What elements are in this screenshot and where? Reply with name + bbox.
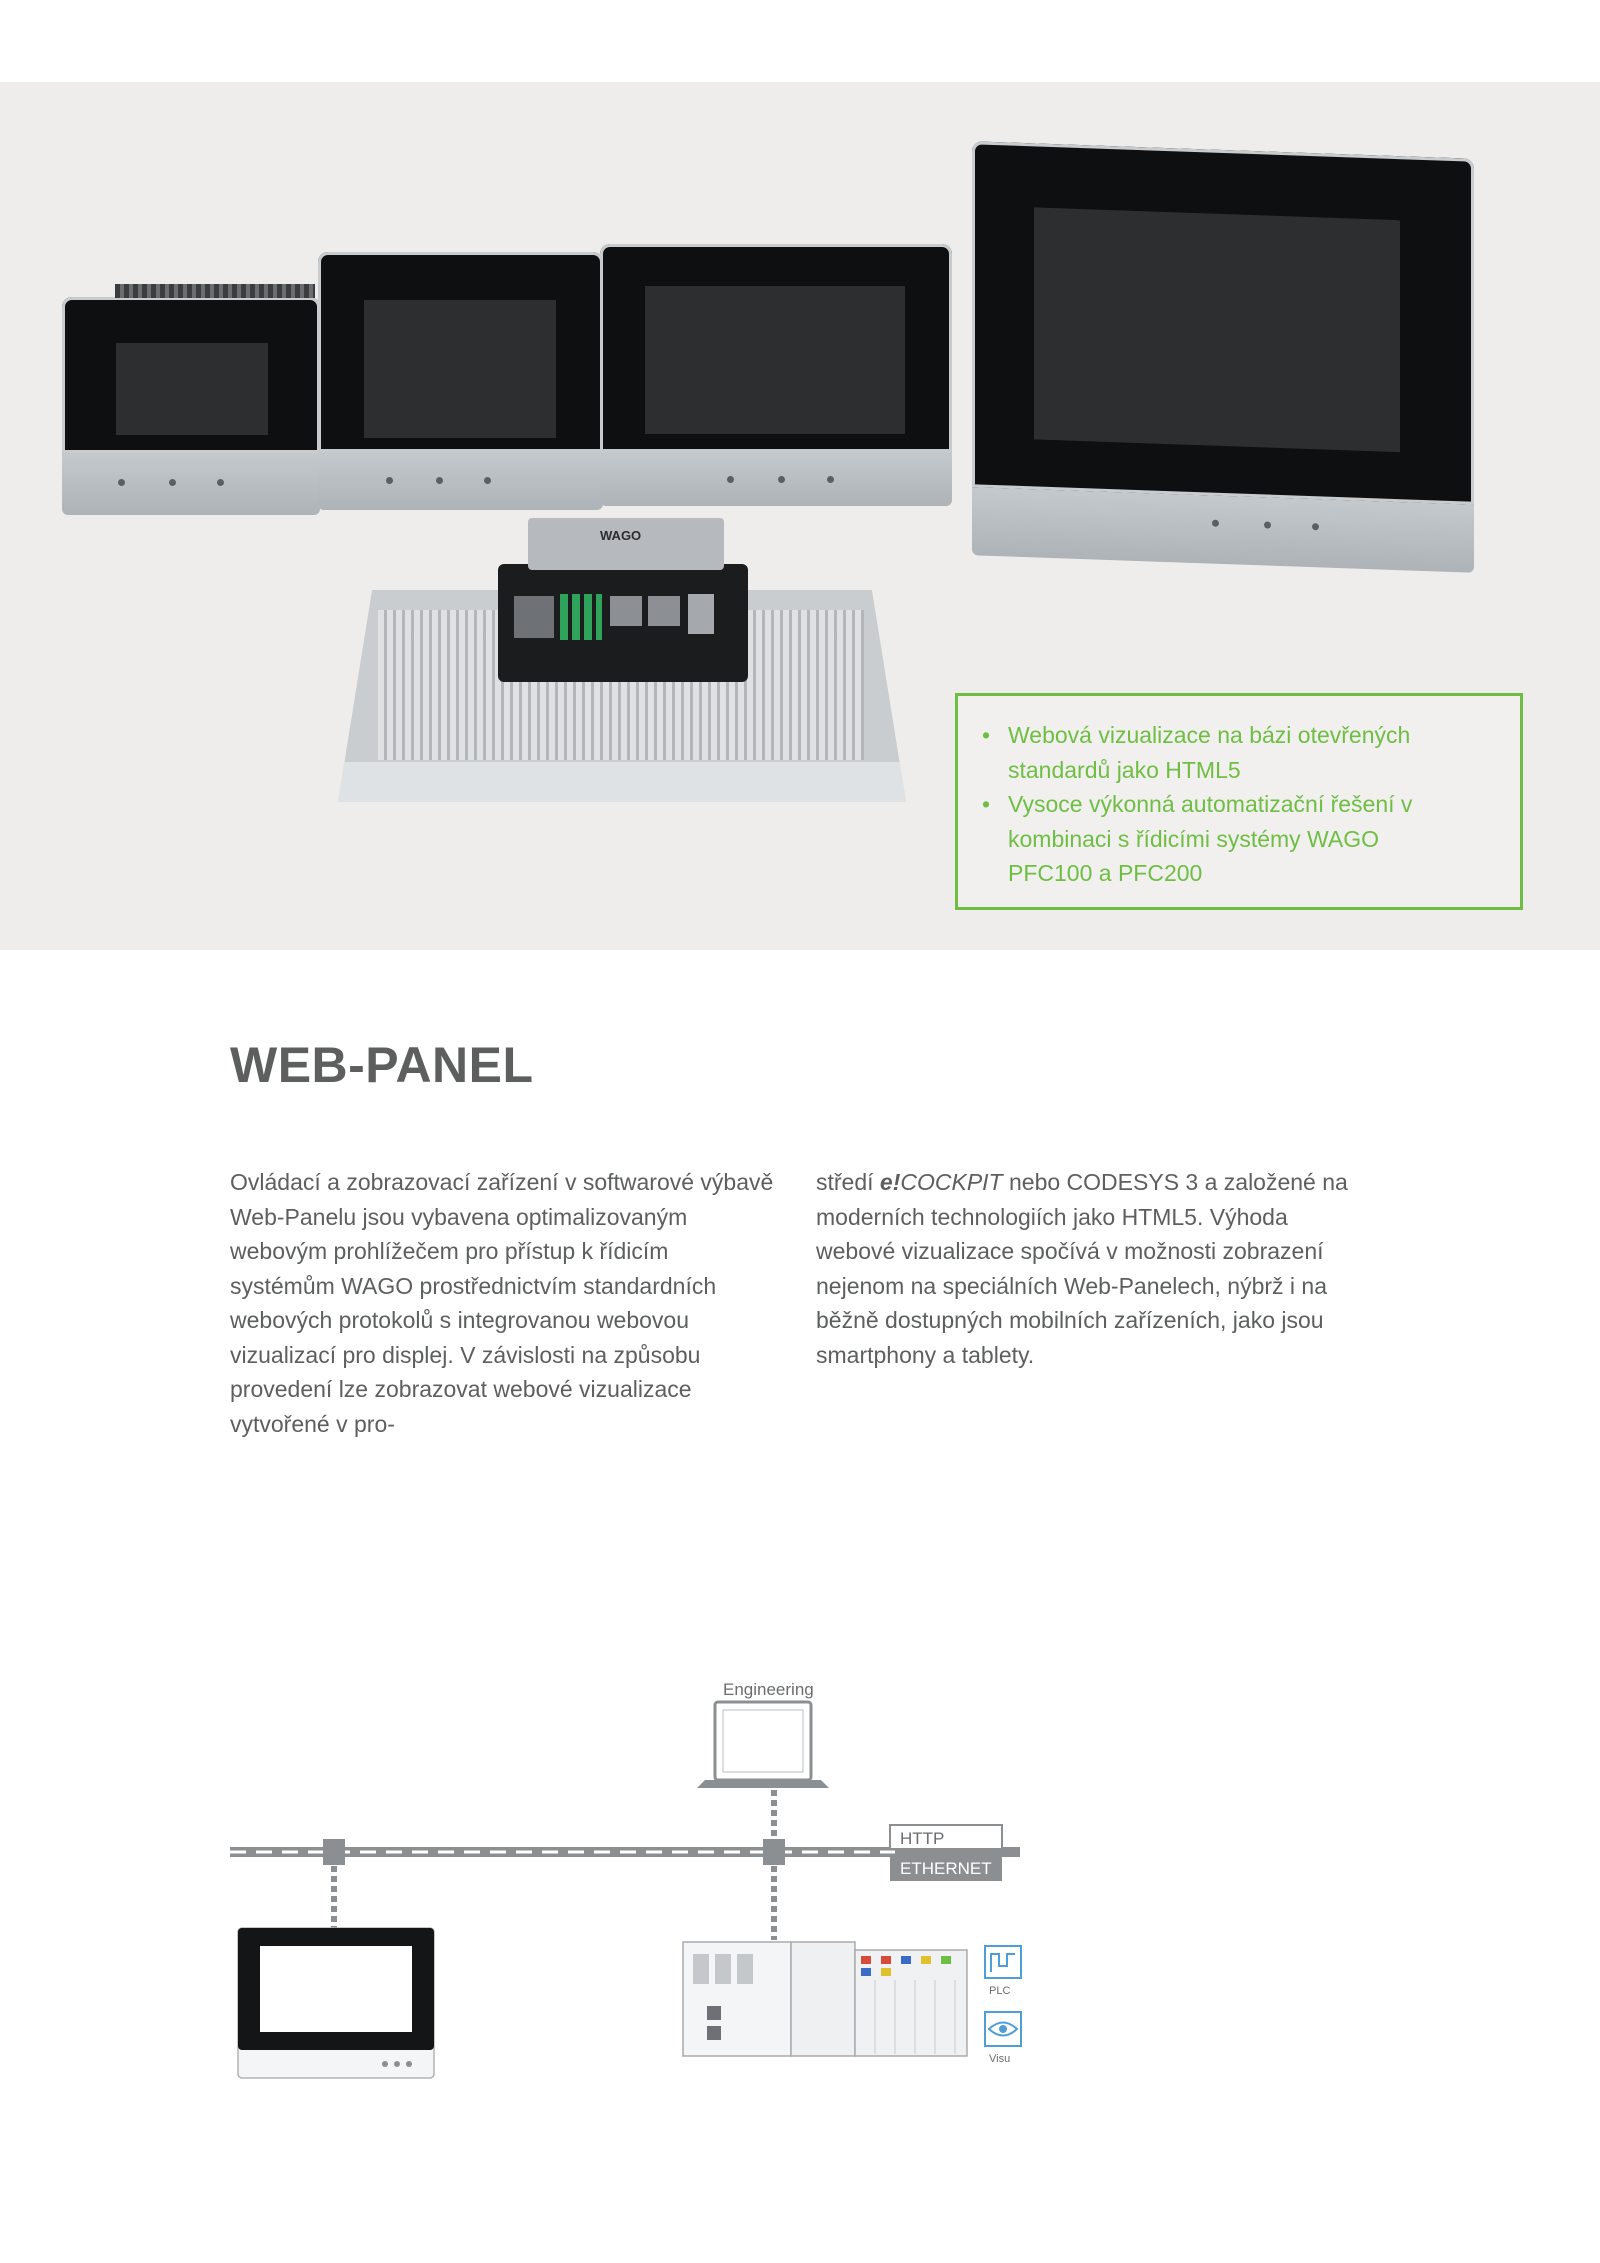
ethernet-label: ETHERNET <box>900 1859 992 1878</box>
web-panel-large <box>600 244 952 506</box>
web-panel-small <box>62 297 320 515</box>
engineering-label: Engineering <box>723 1680 814 1699</box>
bus-junction-right <box>763 1839 785 1865</box>
page-title: WEB-PANEL <box>230 1037 534 1093</box>
plc-controller-icon <box>682 1941 968 2057</box>
feature-item: Vysoce výkonná automatizační řešení v ko… <box>982 787 1448 891</box>
body-column-2: středí e!COCKPIT nebo CODESYS 3 a založe… <box>816 1165 1361 1372</box>
controller-logo: WAGO <box>600 528 642 543</box>
http-box <box>889 1824 1003 1850</box>
body-text: středí e!COCKPIT nebo CODESYS 3 a založe… <box>816 1165 1361 1372</box>
body-text-rest: nebo CODESYS 3 a založené na moderních t… <box>816 1169 1348 1368</box>
plc-icon <box>984 1945 1022 1979</box>
web-panel-xl <box>972 141 1474 573</box>
web-panel-icon <box>237 1927 435 2079</box>
laptop-icon <box>697 1700 829 1788</box>
feature-callout: Webová vizualizace na bázi otevřených st… <box>955 693 1523 910</box>
panel-vent-strip <box>115 284 315 298</box>
hero-product-image: WAGO Webová vizualizace na bázi otevřený… <box>0 82 1600 950</box>
visu-eye-icon <box>984 2011 1022 2047</box>
body-column-1: Ovládací a zobrazovací zařízení v softwa… <box>230 1165 775 1441</box>
visu-label: Visu <box>989 2053 1010 2065</box>
body-text: Ovládací a zobrazovací zařízení v softwa… <box>230 1169 774 1437</box>
feature-list: Webová vizualizace na bázi otevřených st… <box>958 696 1520 891</box>
controller-module: WAGO <box>498 518 748 682</box>
web-panel-medium <box>318 252 603 510</box>
http-label: HTTP <box>900 1829 944 1848</box>
network-diagram: HTTP ETHERNET <box>230 1700 1022 2079</box>
brand-bold: e! <box>879 1169 901 1195</box>
bus-junction-left <box>323 1839 345 1865</box>
feature-item: Webová vizualizace na bázi otevřených st… <box>982 718 1428 787</box>
body-text-prefix: středí <box>816 1169 880 1195</box>
brand-italic: COCKPIT <box>900 1169 1003 1195</box>
plc-label: PLC <box>989 1985 1010 1997</box>
ethernet-box <box>890 1855 1002 1881</box>
